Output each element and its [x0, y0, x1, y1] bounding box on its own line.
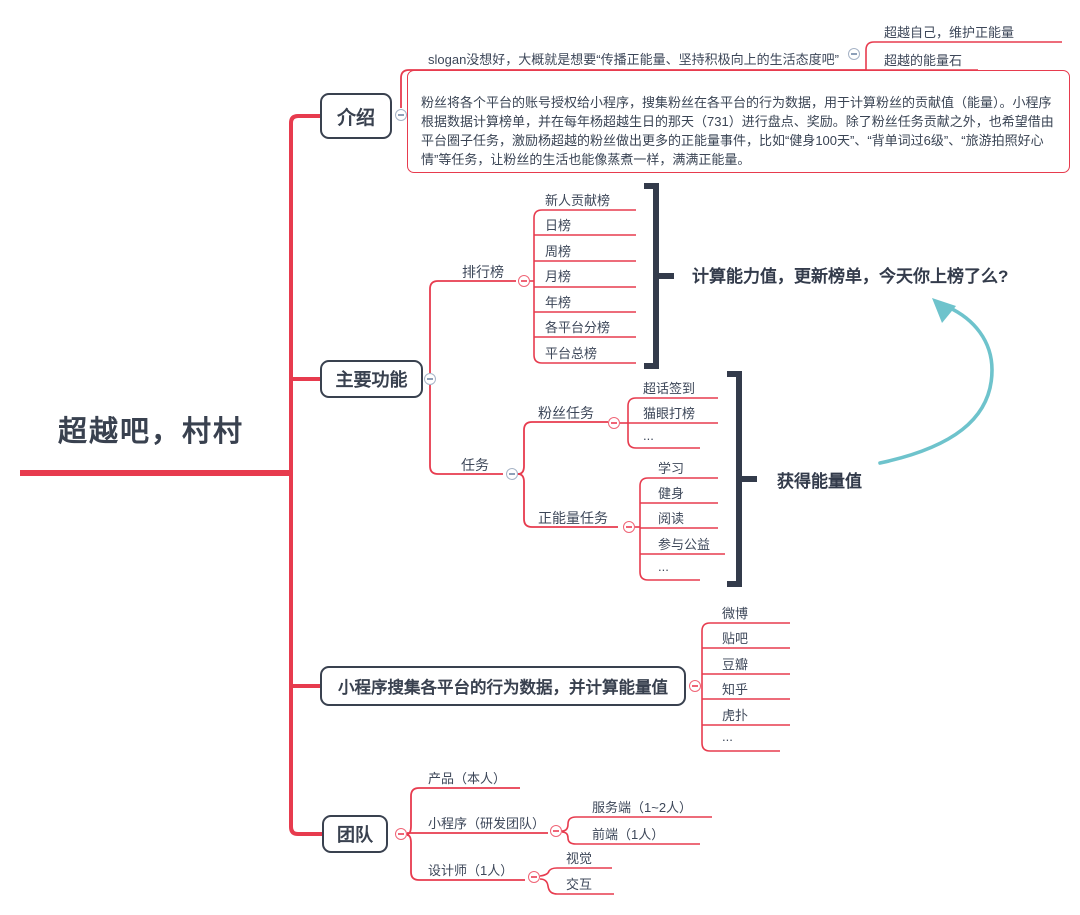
topic-positive-task-item[interactable]: 学习	[658, 461, 685, 476]
topic-platform-item[interactable]: 微博	[722, 606, 749, 621]
connector-designer-visual	[539, 867, 612, 877]
topic-ranking-item[interactable]: 新人贡献榜	[545, 193, 611, 208]
topic-intro[interactable]: 介绍	[320, 93, 392, 139]
topic-fan-task-item[interactable]: 猫眼打榜	[643, 406, 696, 421]
collapse-button-ranking[interactable]	[518, 275, 530, 287]
summary-bracket-tasks	[727, 371, 742, 587]
collapse-button-tasks[interactable]	[506, 468, 518, 480]
topic-ranking-item[interactable]: 日榜	[545, 218, 572, 233]
topic-fan-task-item[interactable]: ...	[643, 428, 654, 443]
topic-team[interactable]: 团队	[322, 815, 388, 853]
trunk-line	[289, 114, 322, 836]
topic-ranking-item[interactable]: 平台总榜	[545, 346, 598, 361]
connector-slogan-child-1	[865, 41, 1062, 70]
connector-dev-backend	[561, 816, 712, 832]
topic-positive-task-item[interactable]: 健身	[658, 486, 685, 501]
topic-slogan[interactable]: slogan没想好，大概就是想要“传播正能量、坚持积极向上的生活态度吧”	[428, 52, 839, 67]
connector-ranking	[429, 280, 516, 373]
topic-slogan-child[interactable]: 超越的能量石	[884, 53, 963, 68]
topic-team-backend[interactable]: 服务端（1~2人）	[592, 800, 693, 815]
connector-slogan	[400, 69, 866, 108]
topic-platform-item[interactable]: 豆瓣	[722, 657, 749, 672]
topic-positive-task-item[interactable]: 阅读	[658, 511, 685, 526]
topic-positive-task-item[interactable]: ...	[658, 559, 669, 574]
collapse-button-team-designer[interactable]	[528, 871, 540, 883]
summary-ranking[interactable]: 计算能力值，更新榜单，今天你上榜了么?	[692, 267, 1009, 286]
topic-ranking-item[interactable]: 各平台分榜	[545, 320, 611, 335]
topic-ranking-item[interactable]: 年榜	[545, 295, 572, 310]
topic-platform-item[interactable]: ...	[722, 729, 733, 744]
arrow-annotation-curve	[878, 305, 994, 465]
topic-platform-item[interactable]: 虎扑	[722, 708, 749, 723]
connector-team-designer	[406, 834, 525, 881]
topic-positive-task-item[interactable]: 参与公益	[658, 537, 711, 552]
topic-collect[interactable]: 小程序搜集各平台的行为数据，并计算能量值	[320, 666, 686, 706]
topic-designer-visual[interactable]: 视觉	[566, 851, 593, 866]
connector-tasks	[429, 385, 503, 475]
connector-designer-interaction	[539, 878, 614, 895]
topic-tasks[interactable]: 任务	[461, 457, 489, 473]
topic-features[interactable]: 主要功能	[320, 360, 423, 398]
topic-platform-item[interactable]: 知乎	[722, 682, 749, 697]
summary-bracket-ranking	[644, 183, 659, 369]
topic-ranking-item[interactable]: 周榜	[545, 244, 572, 259]
topic-slogan-child[interactable]: 超越自己，维护正能量	[884, 25, 1015, 40]
collapse-button-team-dev[interactable]	[550, 825, 562, 837]
connector-positive-frame	[639, 477, 718, 581]
topic-fan-task-item[interactable]: 超话签到	[643, 381, 696, 396]
topic-positive-tasks[interactable]: 正能量任务	[538, 510, 608, 526]
topic-platform-item[interactable]: 贴吧	[722, 631, 749, 646]
topic-team-product[interactable]: 产品（本人）	[428, 771, 507, 786]
topic-ranking-item[interactable]: 月榜	[545, 269, 572, 284]
topic-team-designer[interactable]: 设计师（1人）	[428, 863, 514, 878]
topic-intro-description[interactable]: 粉丝将各个平台的账号授权给小程序，搜集粉丝在各平台的行为数据，用于计算粉丝的贡献…	[407, 70, 1070, 173]
collapse-button-intro[interactable]	[395, 109, 407, 121]
collapse-button-team[interactable]	[395, 828, 407, 840]
collapse-button-slogan[interactable]	[848, 48, 860, 60]
collapse-button-collect[interactable]	[689, 680, 701, 692]
topic-team-dev[interactable]: 小程序（研发团队）	[428, 816, 546, 831]
topic-fan-tasks[interactable]: 粉丝任务	[538, 405, 594, 421]
collapse-button-positive-tasks[interactable]	[623, 521, 635, 533]
collapse-button-fan-tasks[interactable]	[608, 417, 620, 429]
topic-team-frontend[interactable]: 前端（1人）	[592, 827, 665, 842]
collapse-button-features[interactable]	[424, 373, 436, 385]
topic-ranking[interactable]: 排行榜	[462, 264, 504, 280]
connector-dev-frontend	[561, 831, 700, 845]
arrow-annotation-head	[932, 298, 956, 323]
root-topic[interactable]: 超越吧，村村	[58, 416, 245, 448]
connector-positive-tasks	[517, 473, 618, 528]
topic-designer-interaction[interactable]: 交互	[566, 877, 593, 892]
connector-fan-tasks	[517, 421, 608, 475]
summary-tasks[interactable]: 获得能量值	[777, 472, 862, 491]
connector-collect-frame	[701, 622, 790, 752]
